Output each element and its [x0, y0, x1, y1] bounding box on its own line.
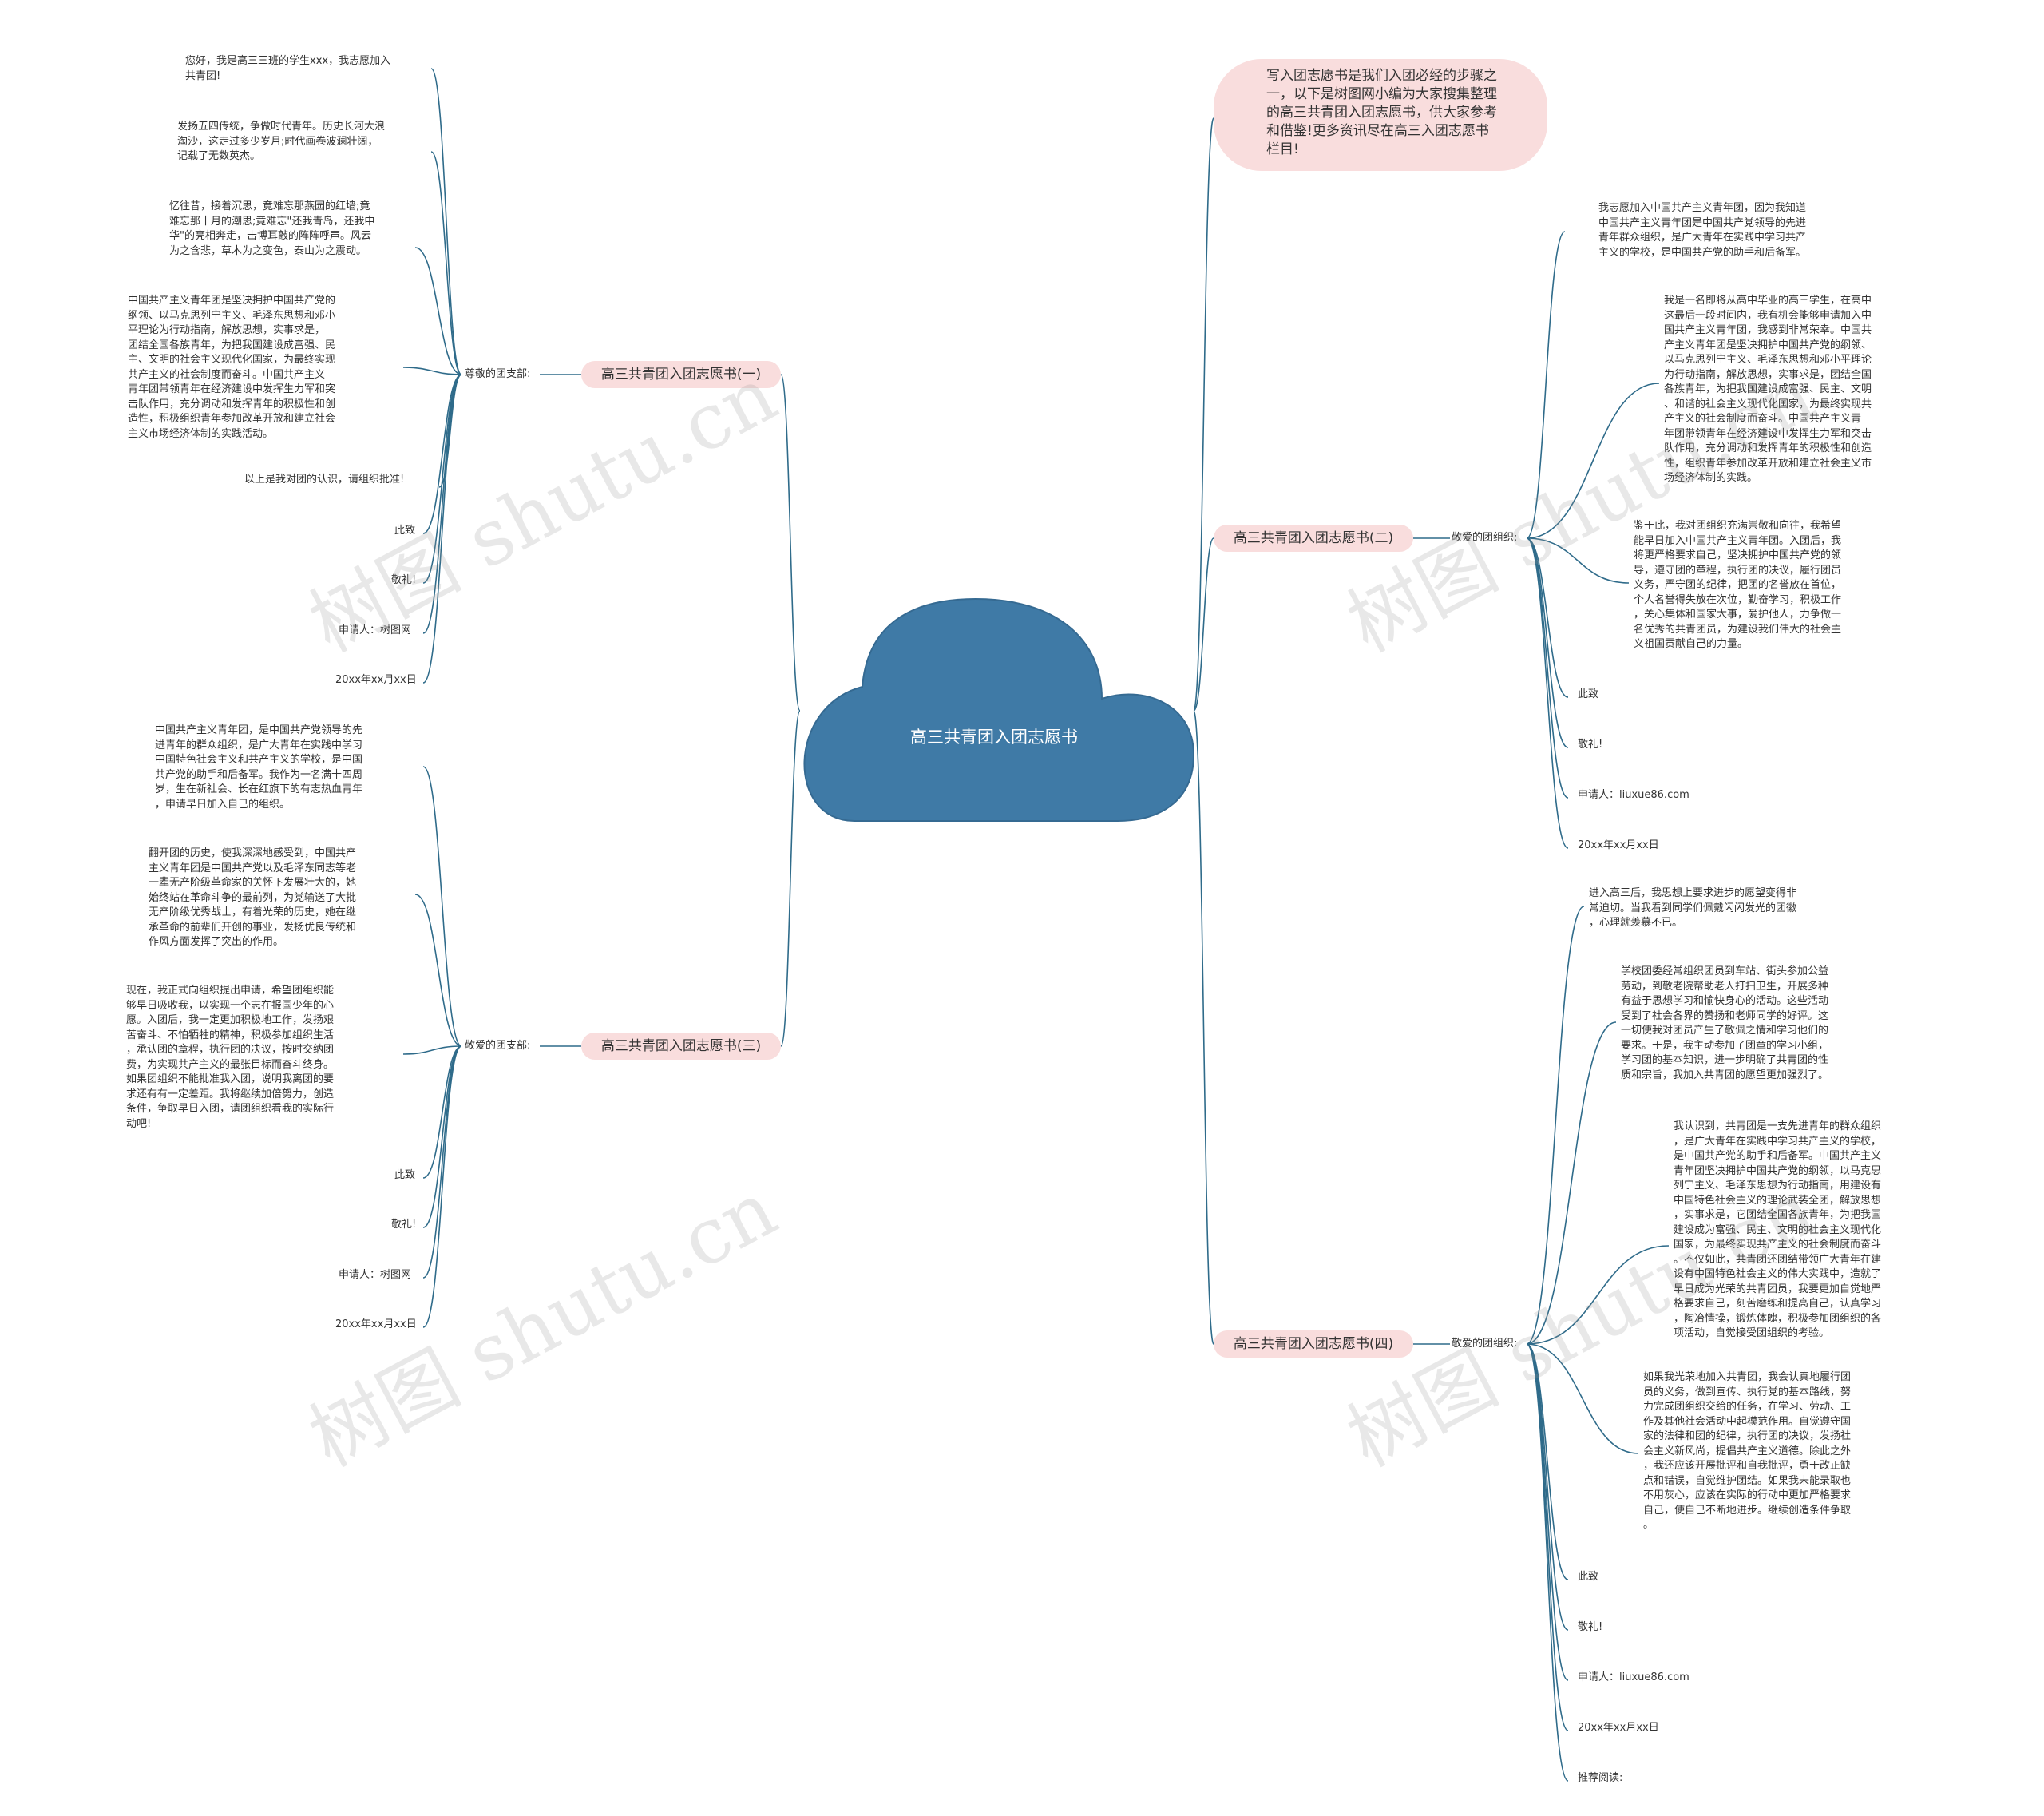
- connector-line-27: [1526, 537, 1630, 584]
- intro-node[interactable]: 写入团志愿书是我们入团必经的步骤之一，以下是树图网小编为大家搜集整理的高三共青团…: [1214, 59, 1547, 171]
- branch-node-4[interactable]: 高三共青团入团志愿书(四): [1214, 1330, 1413, 1358]
- leaf-2-1[interactable]: 我志愿加入中国共产主义青年团，因为我知道 中国共产主义青年团是中国共产党领导的先…: [1598, 202, 1807, 259]
- leaf-1-6[interactable]: 此致: [394, 525, 416, 537]
- connector-line-3: [780, 374, 801, 712]
- connector-line-26: [1526, 383, 1660, 539]
- leaf-4-2[interactable]: 学校团委经常组织团员到车站、街头参加公益 劳动，到敬老院帮助老人打扫卫生，开展多…: [1621, 965, 1829, 1081]
- branch-node-3[interactable]: 高三共青团入团志愿书(三): [581, 1033, 781, 1060]
- leaf-1-4[interactable]: 中国共产主义青年团是坚决拥护中国共产党的 纲领、以马克思列宁主义、毛泽东思想和邓…: [128, 295, 336, 440]
- connector-line-11: [414, 247, 462, 375]
- connector-line-0: [1193, 117, 1214, 712]
- leaf-1-8[interactable]: 申请人：树图网: [339, 624, 412, 636]
- connector-line-19: [414, 894, 462, 1047]
- leaf-2-6[interactable]: 申请人：liuxue86.com: [1578, 789, 1689, 801]
- salutation-4[interactable]: 敬爱的团组织:: [1452, 1338, 1518, 1350]
- leaf-2-7[interactable]: 20xx年xx月xx日: [1578, 839, 1659, 851]
- leaf-4-1[interactable]: 进入高三后，我思想上要求进步的愿望变得非 常迫切。当我看到同学们佩戴闪闪发光的团…: [1589, 887, 1797, 929]
- connector-line-12: [402, 367, 462, 375]
- leaf-1-2[interactable]: 发扬五四传统，争做时代青年。历史长河大浪 淘沙，这走过多少岁月;时代画卷波澜壮阔…: [177, 121, 386, 162]
- leaf-4-7[interactable]: 申请人：liuxue86.com: [1578, 1671, 1689, 1683]
- connector-line-4: [780, 710, 801, 1047]
- leaf-3-5[interactable]: 敬礼!: [391, 1219, 417, 1231]
- branch-node-1[interactable]: 高三共青团入团志愿书(一): [581, 361, 781, 388]
- root-node-title[interactable]: 高三共青团入团志愿书: [910, 728, 1078, 747]
- leaf-4-9[interactable]: 推荐阅读:: [1578, 1772, 1623, 1784]
- leaf-2-4[interactable]: 此致: [1578, 688, 1599, 700]
- leaf-1-5[interactable]: 以上是我对团的认识，请组织批准!: [244, 474, 405, 486]
- leaf-4-4[interactable]: 如果我光荣地加入共青团，我会认真地履行团 员的义务，做到宣传、执行党的基本路线，…: [1643, 1371, 1852, 1531]
- connector-line-2: [1193, 710, 1214, 1345]
- connector-line-28: [1526, 537, 1569, 698]
- leaf-4-6[interactable]: 敬礼!: [1578, 1621, 1603, 1633]
- connector-line-35: [1526, 1343, 1639, 1454]
- leaf-3-7[interactable]: 20xx年xx月xx日: [335, 1318, 417, 1330]
- cloud-icon: [803, 597, 1195, 822]
- connector-line-31: [1526, 537, 1569, 849]
- connector-line-1: [1193, 537, 1214, 712]
- connector-line-9: [430, 68, 462, 375]
- leaf-4-5[interactable]: 此致: [1578, 1571, 1599, 1583]
- connector-line-32: [1526, 906, 1585, 1345]
- connector-line-34: [1526, 1245, 1670, 1345]
- connector-line-33: [1526, 1021, 1617, 1345]
- leaf-2-3[interactable]: 鉴于此，我对团组织充满崇敬和向往，我希望 能早日加入中国共产主义青年团。入团后，…: [1634, 520, 1842, 650]
- connector-line-25: [1526, 231, 1566, 539]
- salutation-2[interactable]: 敬爱的团组织:: [1452, 532, 1518, 544]
- leaf-4-3[interactable]: 我认识到，共青团是一支先进青年的群众组织 ，是广大青年在实践中学习共产主义的学校…: [1674, 1120, 1882, 1339]
- leaf-3-1[interactable]: 中国共产主义青年团，是中国共产党领导的先 进青年的群众组织，是广大青年在实践中学…: [155, 724, 363, 811]
- connector-line-17: [422, 374, 462, 684]
- leaf-3-3[interactable]: 现在，我正式向组织提出申请，希望团组织能 够早日吸收我，以实现一个志在报国少年的…: [126, 985, 335, 1130]
- leaf-2-2[interactable]: 我是一名即将从高中毕业的高三学生，在高中 这最后一段时间内，我有机会能够申请加入…: [1664, 295, 1872, 484]
- leaf-3-4[interactable]: 此致: [394, 1169, 416, 1181]
- leaf-1-1[interactable]: 您好，我是高三三班的学生xxx，我志愿加入 共青团!: [185, 55, 391, 82]
- connector-line-14: [422, 374, 462, 534]
- leaf-2-5[interactable]: 敬礼!: [1578, 739, 1603, 751]
- salutation-3[interactable]: 敬爱的团支部:: [465, 1040, 531, 1052]
- connector-line-22: [422, 1045, 462, 1228]
- leaf-4-8[interactable]: 20xx年xx月xx日: [1578, 1722, 1659, 1734]
- connector-line-40: [1526, 1343, 1569, 1782]
- salutation-1[interactable]: 尊敬的团支部:: [465, 368, 531, 380]
- connector-line-24: [422, 1045, 462, 1328]
- connector-line-21: [422, 1045, 462, 1179]
- leaf-3-6[interactable]: 申请人：树图网: [339, 1269, 412, 1281]
- connector-line-29: [1526, 537, 1569, 748]
- leaf-1-9[interactable]: 20xx年xx月xx日: [335, 674, 417, 686]
- connector-line-20: [402, 1045, 462, 1055]
- leaf-1-7[interactable]: 敬礼!: [391, 574, 417, 586]
- connector-line-10: [430, 151, 462, 375]
- connector-line-18: [422, 766, 462, 1047]
- leaf-3-2[interactable]: 翻开团的历史，使我深深地感受到，中国共产 主义青年团是中国共产党以及毛泽东同志等…: [149, 847, 357, 948]
- leaf-1-3[interactable]: 忆往昔，接着沉思，竟难忘那燕园的红墙;竟 难忘那十月的潮思;竟难忘"还我青岛，还…: [169, 200, 375, 257]
- branch-node-2[interactable]: 高三共青团入团志愿书(二): [1214, 525, 1413, 552]
